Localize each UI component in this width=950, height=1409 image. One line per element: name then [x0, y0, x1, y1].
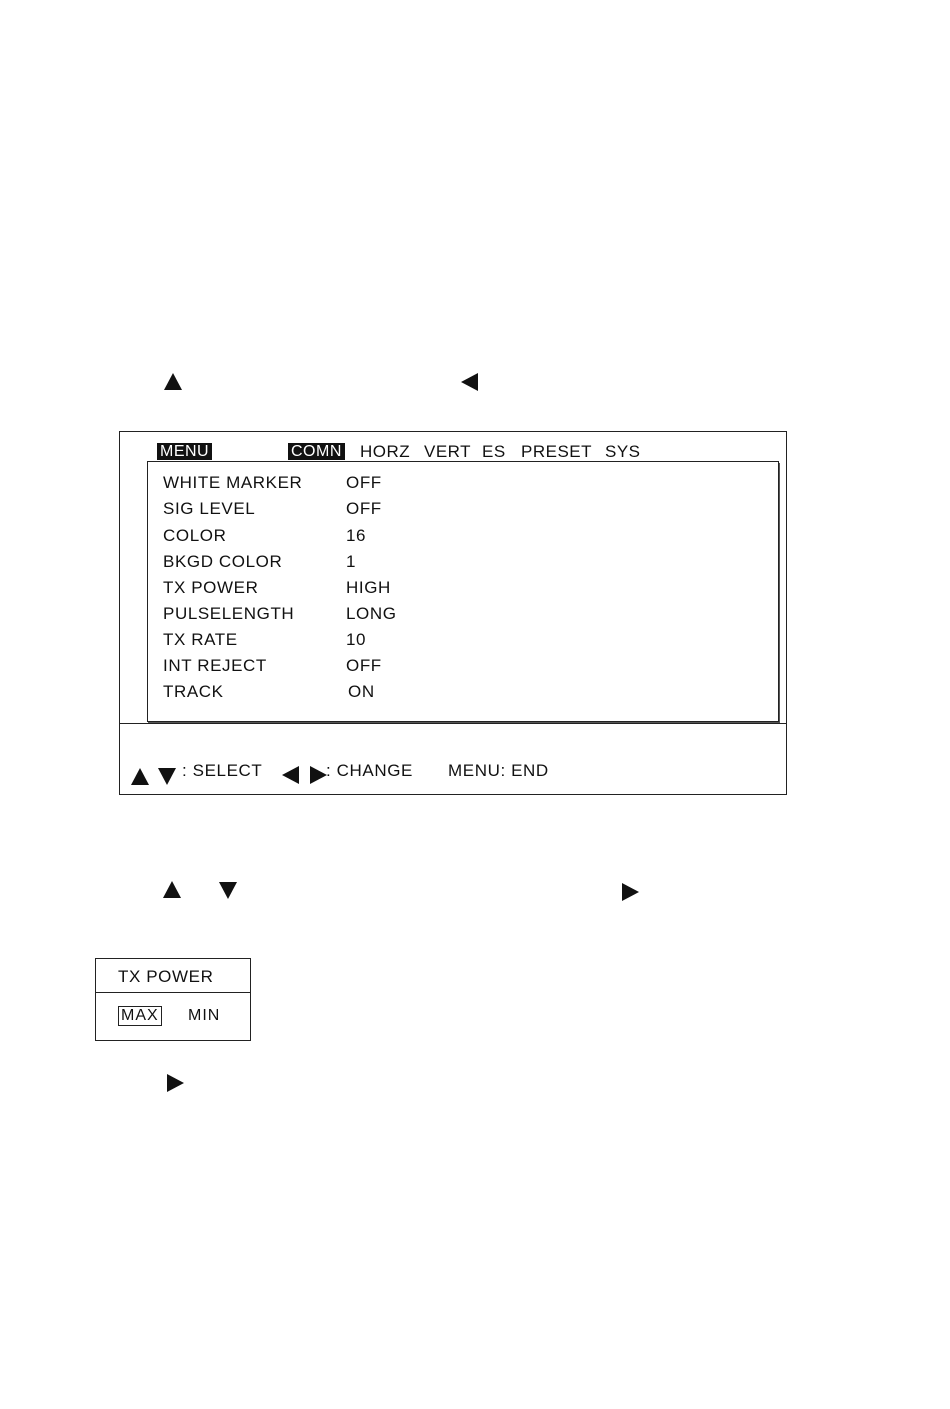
menu-item-value: 16	[346, 526, 366, 546]
tx-power-divider	[96, 992, 250, 993]
change-hint: : CHANGE	[326, 761, 413, 781]
menu-row-sig-level[interactable]: SIG LEVEL OFF	[163, 499, 763, 525]
menu-item-label: TX RATE	[163, 630, 238, 650]
menu-item-label: WHITE MARKER	[163, 473, 302, 493]
tab-es[interactable]: ES	[482, 443, 506, 460]
menu-item-value: LONG	[346, 604, 397, 624]
up-arrow-icon	[164, 373, 182, 390]
left-arrow-icon	[282, 766, 299, 784]
menu-row-tx-power[interactable]: TX POWER HIGH	[163, 578, 763, 604]
menu-item-value: OFF	[346, 656, 382, 676]
menu-item-label: TX POWER	[163, 578, 258, 598]
right-arrow-icon	[622, 883, 639, 901]
select-hint: : SELECT	[182, 761, 262, 781]
tx-power-window: TX POWER MAX MIN	[95, 958, 251, 1041]
right-arrow-icon	[310, 766, 327, 784]
menu-footer: : SELECT : CHANGE MENU: END	[120, 723, 786, 795]
menu-item-value: OFF	[346, 473, 382, 493]
tab-preset[interactable]: PRESET	[521, 443, 592, 460]
up-arrow-icon	[163, 881, 181, 898]
tab-comn[interactable]: COMN	[288, 443, 345, 460]
up-arrow-icon	[131, 768, 149, 785]
menu-item-value: ON	[348, 682, 375, 702]
menu-row-int-reject[interactable]: INT REJECT OFF	[163, 656, 763, 682]
menu-item-label: COLOR	[163, 526, 226, 546]
down-arrow-icon	[219, 882, 237, 899]
option-min[interactable]: MIN	[188, 1007, 220, 1025]
menu-item-value: 1	[346, 552, 356, 572]
menu-row-pulselength[interactable]: PULSELENGTH LONG	[163, 604, 763, 630]
menu-item-label: BKGD COLOR	[163, 552, 282, 572]
menu-items-panel: WHITE MARKER OFF SIG LEVEL OFF COLOR 16 …	[147, 461, 779, 722]
tab-vert[interactable]: VERT	[424, 443, 471, 460]
option-max[interactable]: MAX	[118, 1006, 162, 1026]
left-arrow-icon	[461, 373, 478, 391]
menu-item-value: 10	[346, 630, 366, 650]
menu-row-bkgd-color[interactable]: BKGD COLOR 1	[163, 552, 763, 578]
menu-item-label: PULSELENGTH	[163, 604, 294, 624]
menu-row-tx-rate[interactable]: TX RATE 10	[163, 630, 763, 656]
menu-item-label: SIG LEVEL	[163, 499, 255, 519]
menu-bar: MENU COMN HORZ VERT ES PRESET SYS	[120, 432, 786, 462]
tab-horz[interactable]: HORZ	[360, 443, 410, 460]
menu-item-value: HIGH	[346, 578, 391, 598]
tx-power-title: TX POWER	[118, 967, 213, 987]
menu-tag: MENU	[157, 443, 212, 460]
menu-item-label: TRACK	[163, 682, 224, 702]
menu-row-track[interactable]: TRACK ON	[163, 682, 763, 708]
menu-row-color[interactable]: COLOR 16	[163, 526, 763, 552]
right-arrow-icon	[167, 1074, 184, 1092]
menu-item-value: OFF	[346, 499, 382, 519]
menu-screen: MENU COMN HORZ VERT ES PRESET SYS WHITE …	[119, 431, 787, 795]
down-arrow-icon	[158, 768, 176, 785]
end-hint: MENU: END	[448, 761, 549, 781]
tab-sys[interactable]: SYS	[605, 443, 641, 460]
menu-item-label: INT REJECT	[163, 656, 267, 676]
menu-row-white-marker[interactable]: WHITE MARKER OFF	[163, 473, 763, 499]
